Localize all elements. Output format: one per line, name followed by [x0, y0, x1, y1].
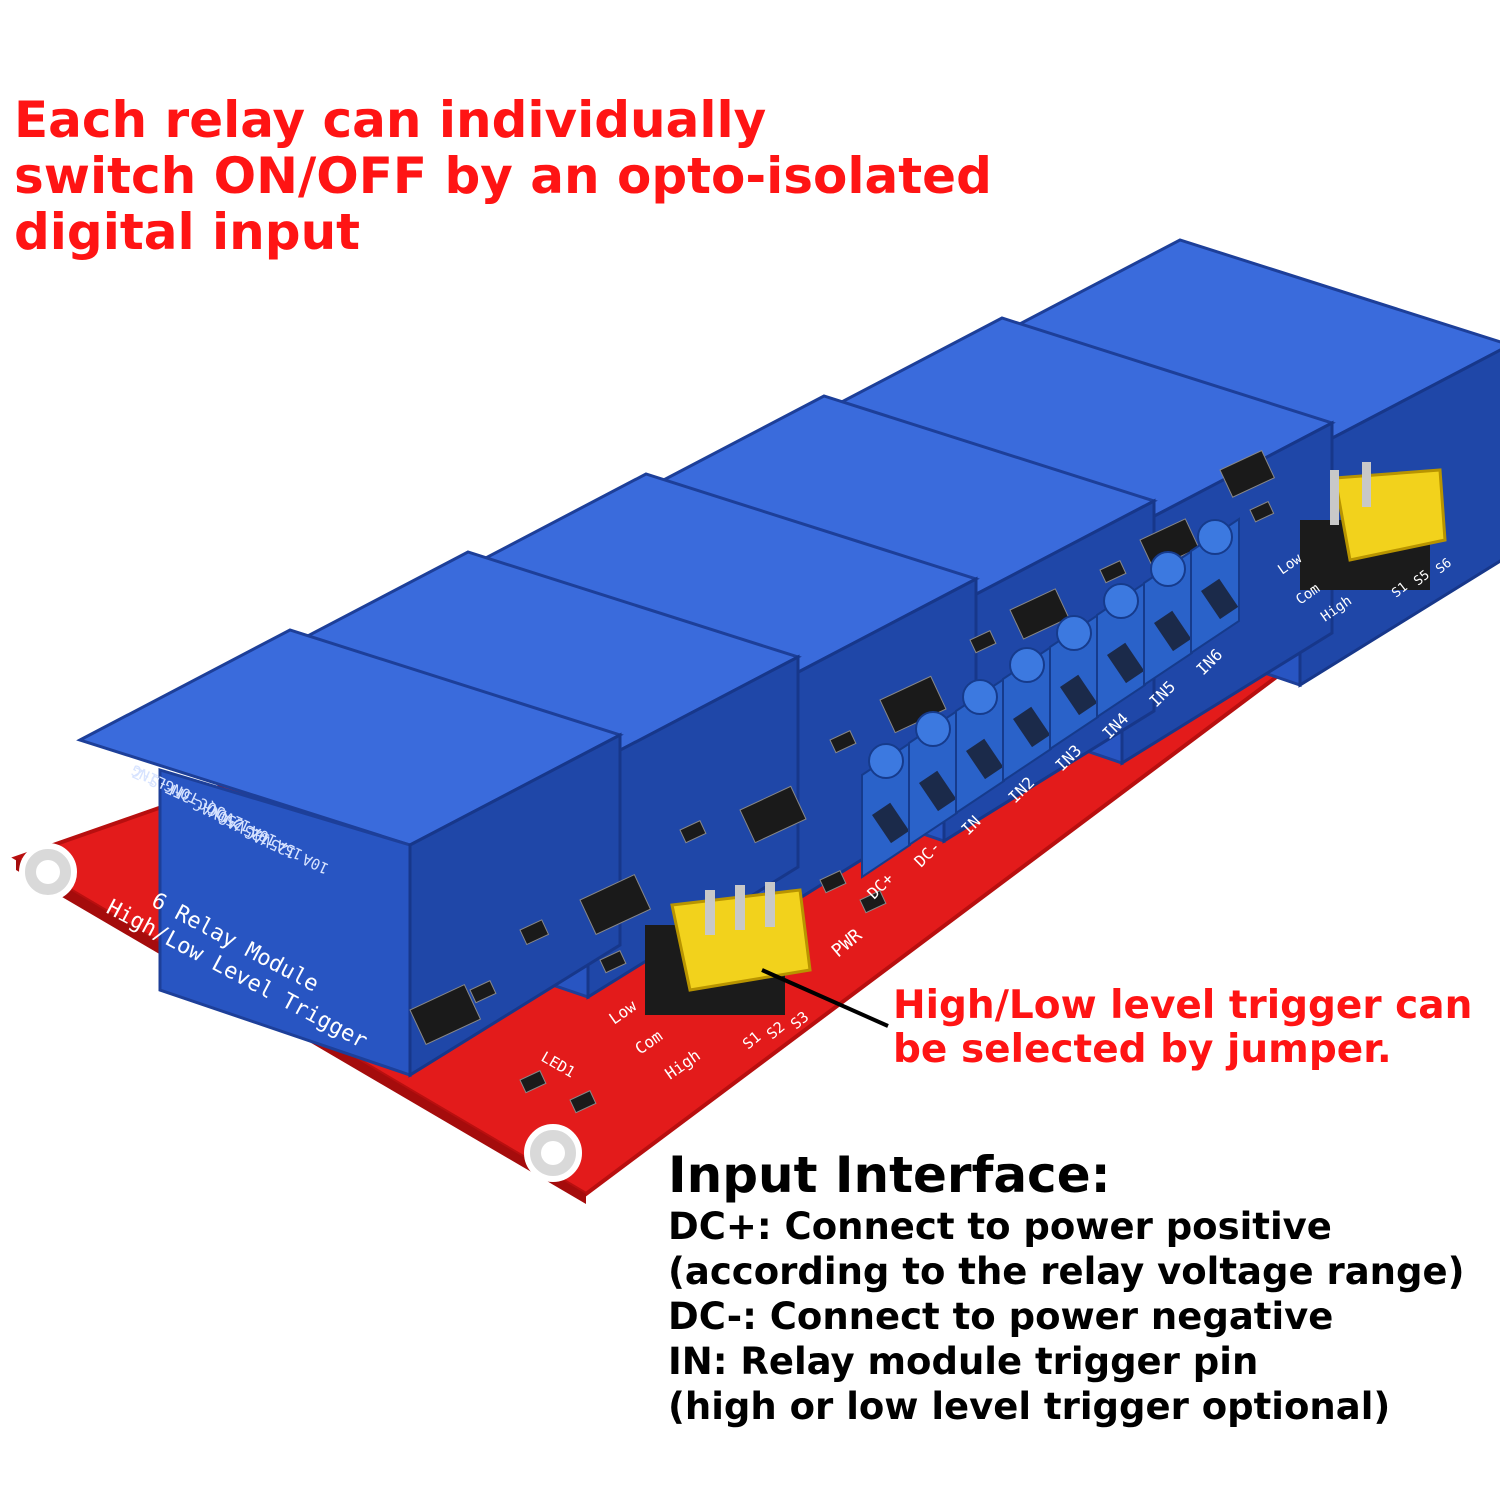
- smd-chip: [1009, 588, 1070, 640]
- headline-caption: Each relay can individually switch ON/OF…: [14, 92, 994, 260]
- interface-line-dcplus: DC+: Connect to power positive: [668, 1205, 1332, 1248]
- screw-head-icon: [915, 711, 951, 747]
- callout-line-2: be selected by jumper.: [893, 1027, 1392, 1072]
- screw-terminal: IN: [955, 677, 1005, 839]
- smd-chip: [519, 919, 550, 946]
- smd-chip: [739, 785, 807, 844]
- smd-chip: [1099, 560, 1127, 584]
- interface-title: Input Interface:: [668, 1146, 1111, 1204]
- smd-chip: [569, 1090, 597, 1114]
- mounting-hole-icon: [524, 1124, 582, 1182]
- smd-components: [409, 449, 1276, 1114]
- smd-chip: [599, 950, 627, 974]
- smd-chip: [519, 1070, 547, 1094]
- interface-line-trigger: (high or low level trigger optional): [668, 1385, 1391, 1428]
- smd-chip: [1249, 500, 1275, 523]
- screw-head-icon: [962, 679, 998, 715]
- screw-terminal: IN6: [1190, 517, 1240, 679]
- smd-chip: [579, 873, 652, 936]
- input-interface-legend: Input Interface: DC+: Connect to power p…: [668, 1146, 1498, 1429]
- screw-head-icon: [868, 743, 904, 779]
- screw-head-icon: [1056, 615, 1092, 651]
- jumper-block-right: [1300, 462, 1447, 590]
- headline-line-2: switch ON/OFF by an opto-isolated: [14, 147, 992, 205]
- interface-line-dcminus: DC-: Connect to power negative: [668, 1295, 1334, 1338]
- smd-chip: [859, 890, 887, 914]
- smd-chip: [819, 870, 847, 894]
- jumper-callout: High/Low level trigger can be selected b…: [893, 984, 1493, 1072]
- jumper-block-left: [645, 882, 812, 1015]
- screw-head-icon: [1150, 551, 1186, 587]
- smd-chip: [469, 980, 497, 1004]
- interface-line-range: (according to the relay voltage range): [668, 1250, 1465, 1293]
- callout-line-1: High/Low level trigger can: [893, 983, 1473, 1028]
- smd-chip: [969, 630, 997, 654]
- callout-pointer-line: [761, 968, 889, 1028]
- mounting-hole-icon: [19, 843, 77, 901]
- headline-line-1: Each relay can individually: [14, 91, 767, 149]
- screw-head-icon: [1009, 647, 1045, 683]
- interface-line-in: IN: Relay module trigger pin: [668, 1340, 1259, 1383]
- smd-chip: [1219, 449, 1276, 498]
- screw-head-icon: [1103, 583, 1139, 619]
- screw-head-icon: [1197, 519, 1233, 555]
- headline-line-3: digital input: [14, 203, 361, 261]
- smd-chip: [679, 820, 707, 844]
- smd-chip: [409, 983, 482, 1046]
- smd-chip: [829, 730, 857, 754]
